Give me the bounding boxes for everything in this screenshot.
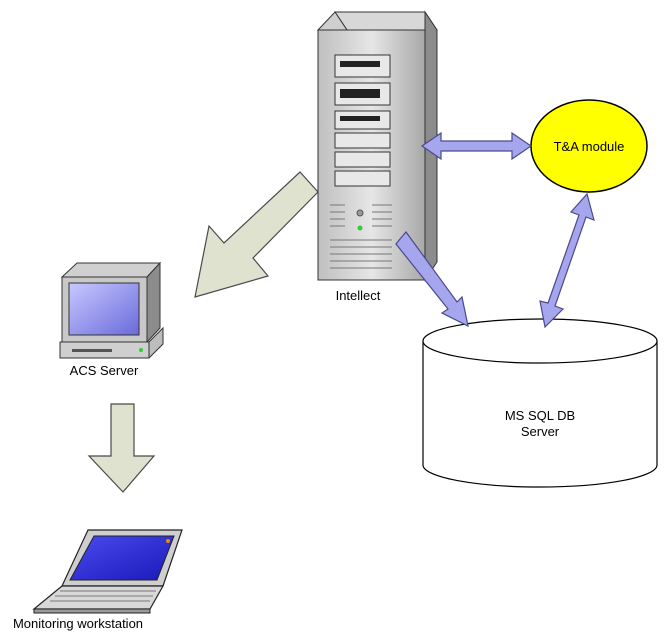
ta-module-label: T&A module — [554, 139, 625, 154]
acs-workstation-arrow — [87, 403, 156, 493]
intellect-ta-double-arrow — [420, 131, 533, 161]
intellect-label: Intellect — [336, 288, 381, 303]
workstation-label: Monitoring workstation — [13, 616, 143, 631]
intellect-db-arrow — [395, 231, 469, 328]
database-cylinder-icon — [422, 318, 658, 488]
acs-label: ACS Server — [70, 363, 139, 378]
laptop-icon — [32, 529, 183, 614]
db-ta-double-arrow — [539, 192, 595, 329]
desktop-computer-icon — [59, 261, 164, 359]
intellect-acs-arrow — [194, 171, 319, 298]
server-tower-icon — [316, 10, 438, 282]
db-label-line2: Server — [521, 424, 560, 439]
db-label-line1: MS SQL DB — [505, 408, 575, 423]
